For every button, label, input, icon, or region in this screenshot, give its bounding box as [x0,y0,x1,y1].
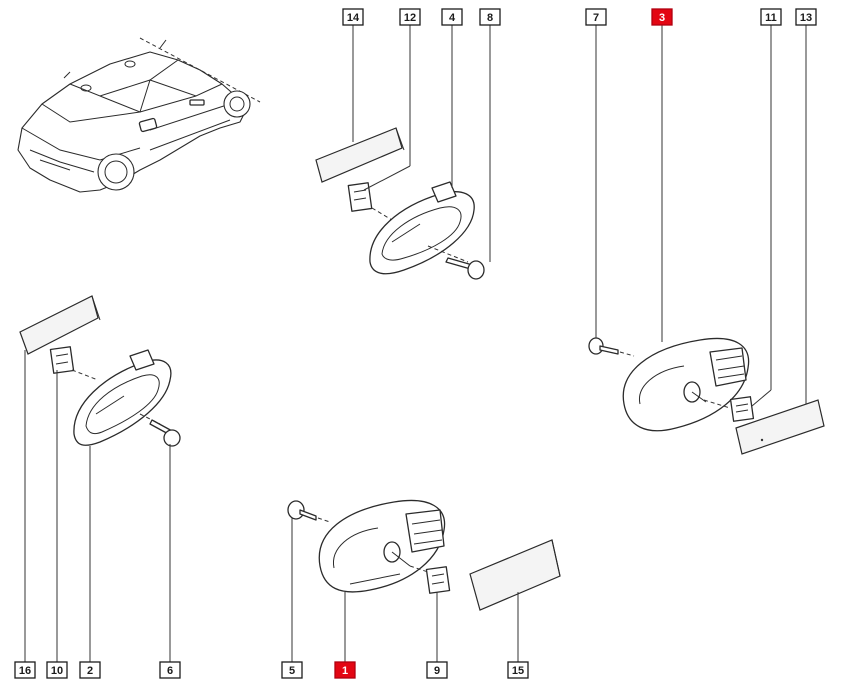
svg-text:1: 1 [342,665,348,677]
callout-1[interactable]: 1 [334,661,356,679]
callout-15[interactable]: 15 [507,661,529,679]
svg-text:15: 15 [512,665,524,677]
handle-frame-2 [73,359,172,446]
callout-7[interactable]: 7 [585,8,607,26]
rear-handle-left-assembly [19,295,181,447]
trim-pad-15 [469,539,561,611]
callout-9[interactable]: 9 [426,661,448,679]
callout-3[interactable]: 3 [651,8,673,26]
callout-14[interactable]: 14 [342,8,364,26]
svg-text:4: 4 [449,12,456,24]
svg-text:13: 13 [800,12,812,24]
svg-text:11: 11 [765,12,777,24]
svg-text:8: 8 [487,12,493,24]
callout-6[interactable]: 6 [159,661,181,679]
front-handle-lower-assembly [287,499,561,611]
trim-pad-16 [19,295,99,355]
callout-8[interactable]: 8 [479,8,501,26]
trim-pad-13 [735,399,825,455]
clip-10 [49,346,75,374]
callout-2[interactable]: 2 [79,661,101,679]
callout-4[interactable]: 4 [441,8,463,26]
front-handle-assembly [315,127,485,280]
svg-text:9: 9 [434,665,440,677]
clip-11 [729,396,755,422]
handle-frame-4 [369,191,475,275]
leader-lines [24,25,807,662]
callout-13[interactable]: 13 [795,8,817,26]
svg-text:7: 7 [593,12,599,24]
svg-text:6: 6 [167,665,173,677]
callout-5[interactable]: 5 [281,661,303,679]
svg-text:5: 5 [289,665,295,677]
rear-handle-right-assembly [588,337,825,455]
svg-text:12: 12 [404,12,416,24]
clip-9 [425,566,451,594]
trim-pad-14 [315,127,403,183]
callout-10[interactable]: 10 [46,661,68,679]
svg-text:14: 14 [347,12,360,24]
svg-text:2: 2 [87,665,93,677]
clip-12 [347,182,373,212]
callout-16[interactable]: 16 [14,661,36,679]
svg-text:10: 10 [51,665,63,677]
car-illustration [17,37,261,193]
callout-12[interactable]: 12 [399,8,421,26]
svg-text:3: 3 [659,12,665,24]
svg-text:16: 16 [19,665,31,677]
callout-11[interactable]: 11 [760,8,782,26]
